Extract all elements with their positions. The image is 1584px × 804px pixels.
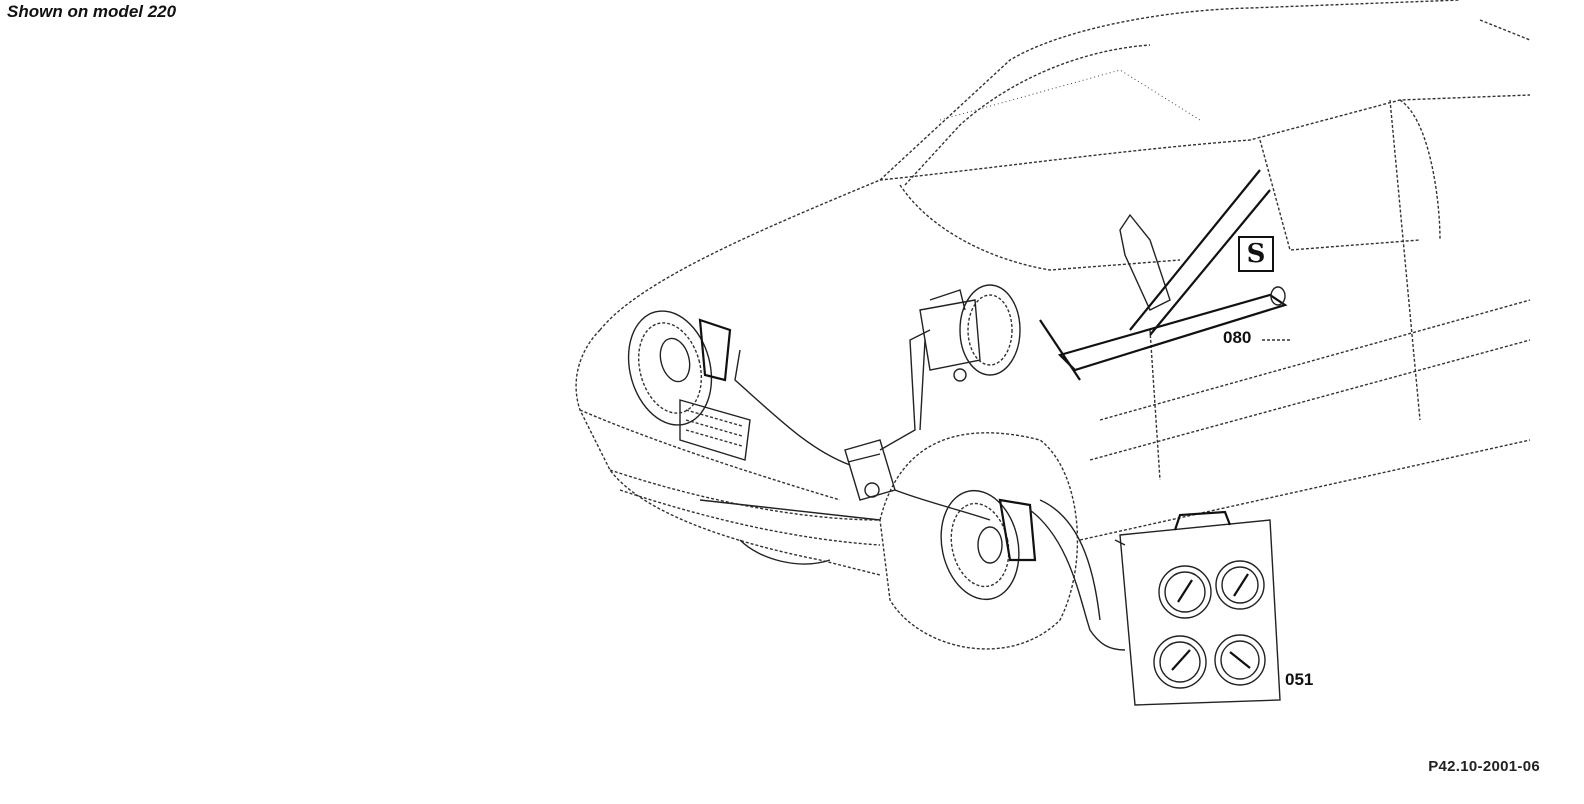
car-body-outline <box>575 0 1531 576</box>
service-symbol-icon: S <box>1238 236 1274 272</box>
brake-lines <box>734 329 1126 651</box>
callout-051: 051 <box>1285 670 1314 689</box>
hydraulic-unit <box>844 439 896 501</box>
pedal-depressor-tool <box>1057 169 1288 372</box>
front-right-wheel <box>879 432 1079 650</box>
figure-id: P42.10-2001-06 <box>1428 758 1540 775</box>
figure-caption: Shown on model 220 <box>7 2 177 21</box>
brake-booster <box>919 284 1081 382</box>
brake-tester-case <box>1114 510 1281 706</box>
front-left-brake-disc <box>627 310 732 426</box>
front-grille <box>609 399 881 565</box>
callout-080: 080 <box>1223 328 1252 347</box>
